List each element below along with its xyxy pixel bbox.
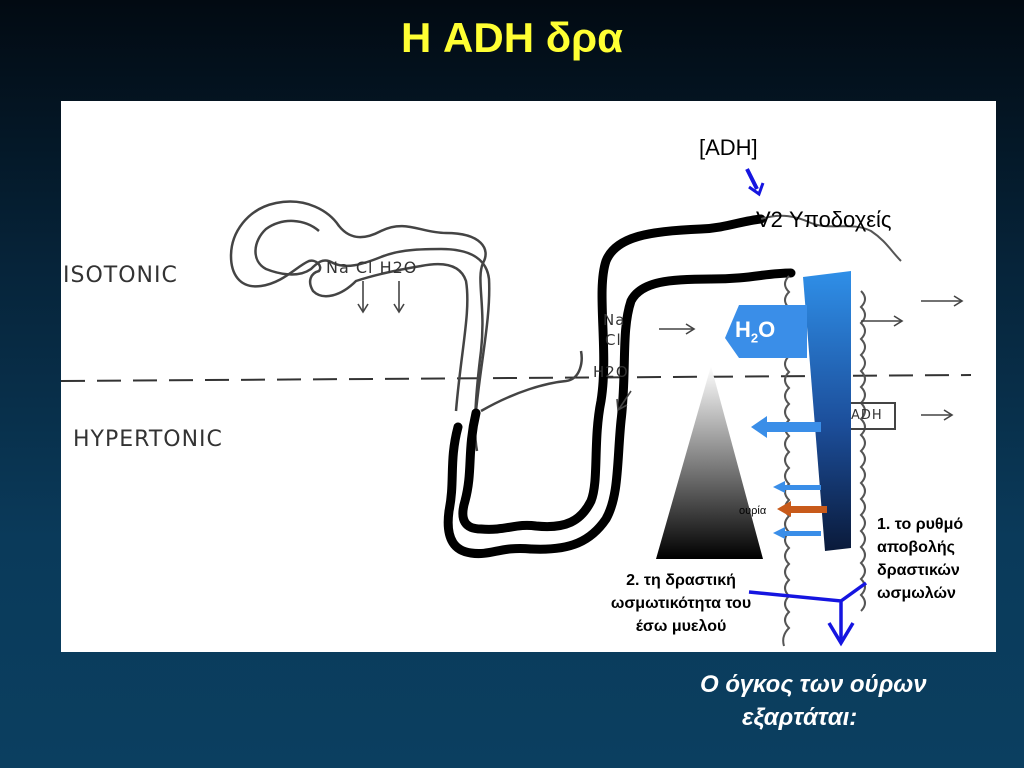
proximal-tubule-inner: [254, 219, 491, 412]
cl-label: Cl: [605, 331, 622, 349]
adh-pointer-arrow: [745, 168, 759, 190]
thin-limb-outline: [480, 350, 583, 413]
h2o-small-label: H2O: [593, 363, 629, 381]
adh-box-label: ADH: [851, 408, 883, 423]
hypertonic-label: HYPERTONIC: [73, 427, 223, 452]
urine-volume-caption: Ο όγκος των ούρων εξαρτάται:: [700, 668, 1000, 734]
proximal-tubule-outline: [229, 200, 487, 452]
diagram-panel: ISOTONIC HYPERTONIC Na Cl H2O Na Cl H2O …: [61, 101, 996, 652]
nephron-diagram: [61, 168, 972, 647]
transport-arrows: [357, 281, 964, 421]
slide-title: Η ADH δρα: [401, 14, 623, 61]
nacl-h2o-label: Na Cl H2O: [326, 258, 418, 277]
collecting-duct-right-wall: [859, 290, 866, 612]
isotonic-label: ISOTONIC: [63, 263, 178, 288]
water-efflux-arrows: [751, 416, 821, 539]
urea-arrow: [777, 501, 827, 517]
factor-2-label: 2. τη δραστική ωσμωτικότητα του έσω μυελ…: [610, 572, 752, 635]
factor-connector: [748, 581, 868, 641]
ascending-limb-inner: [526, 268, 796, 554]
collecting-duct-top: [760, 214, 902, 262]
urine-volume-arrowhead: [827, 622, 855, 647]
descending-limb: [443, 422, 536, 559]
h2o-arrow-label: H2O: [735, 317, 776, 346]
caption-line-2: εξαρτάται:: [742, 704, 858, 731]
adh-pointer-arrowhead: [748, 182, 765, 197]
osmolality-gradient-triangle: [656, 366, 763, 559]
collecting-duct-gradient-bar: [803, 271, 851, 551]
na-label: Na: [603, 311, 626, 329]
factor-1-label: 1. το ρυθμό αποβολής δραστικών ωσμωλών: [877, 516, 964, 602]
caption-line-1: Ο όγκος των ούρων: [700, 671, 927, 698]
ascending-limb: [458, 214, 766, 534]
urea-label: ουρία: [739, 505, 767, 517]
h2o-arrow: [725, 305, 807, 358]
adh-concentration-label: [ADH]: [699, 135, 758, 160]
v2-receptors-label: V2 Υποδοχείς: [756, 207, 892, 232]
